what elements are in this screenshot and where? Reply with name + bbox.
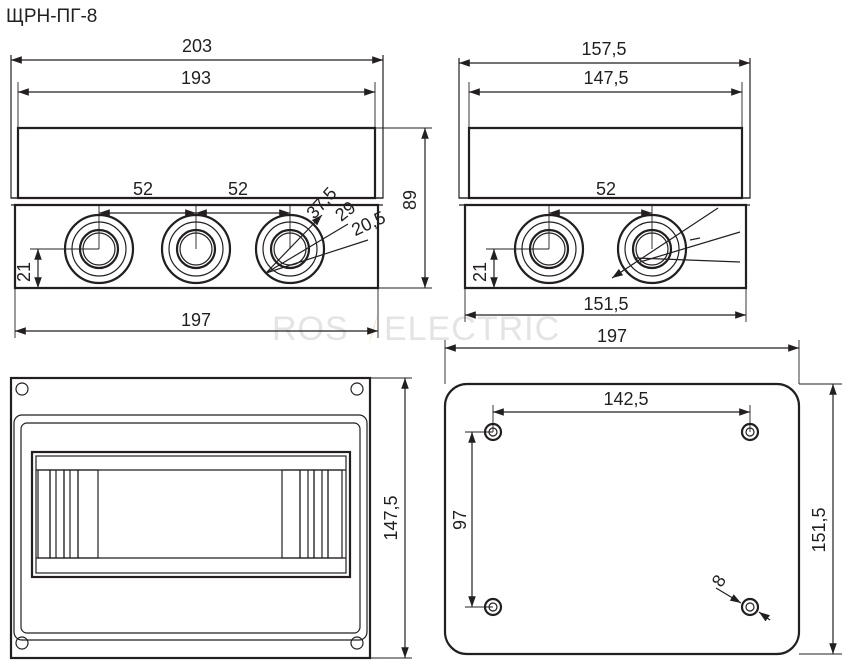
dim-front-hole-offset: 21 [14,262,34,282]
screw-icon [15,382,29,396]
screw-icon [350,382,364,396]
screw-icon [350,636,364,650]
dim-back-mount-hole: 8 [708,571,730,590]
dim-front-overall-width: 203 [182,36,212,56]
product-title: ЩРН-ПГ-8 [6,6,97,27]
back-view: 197 142,5 97 151,5 8 [443,326,842,656]
dim-front-body-width: 197 [181,310,211,330]
mount-hole-icon [740,597,760,617]
front-flange-right [375,55,384,199]
svg-text:ROS: ROS [272,310,349,348]
watermark-logo: ROS ELECTRIC [272,310,560,348]
dim-front-diameter-1: 37,5 [302,183,340,222]
dim-back-height: 151,5 [809,507,829,552]
front-view: 203 193 89 21 52 52 37,5 29 20,5 197 [10,36,432,338]
dim-side-inner-width: 147,5 [583,68,628,88]
top-outer-outline [9,376,372,660]
dim-side-body-width: 151,5 [583,294,628,314]
dim-top-height: 147,5 [381,495,401,540]
dim-front-pitch-1: 52 [133,179,153,199]
dim-front-height: 89 [400,190,420,210]
side-view: 157,5 147,5 52 21 151,5 [458,39,751,322]
top-view: 147,5 [9,376,412,660]
back-outline [443,382,801,656]
dim-back-width: 197 [597,326,627,346]
dim-back-hole-spacing-y: 97 [450,510,470,530]
dim-side-hole-offset: 21 [470,262,490,282]
dim-back-hole-spacing-x: 142,5 [603,389,648,409]
dim-front-inner-width: 193 [181,68,211,88]
dim-side-overall-width: 157,5 [581,39,626,59]
dim-front-pitch-2: 52 [228,179,248,199]
svg-text:ELECTRIC: ELECTRIC [384,310,560,348]
dim-side-pitch: 52 [596,179,616,199]
screw-icon [15,636,29,650]
